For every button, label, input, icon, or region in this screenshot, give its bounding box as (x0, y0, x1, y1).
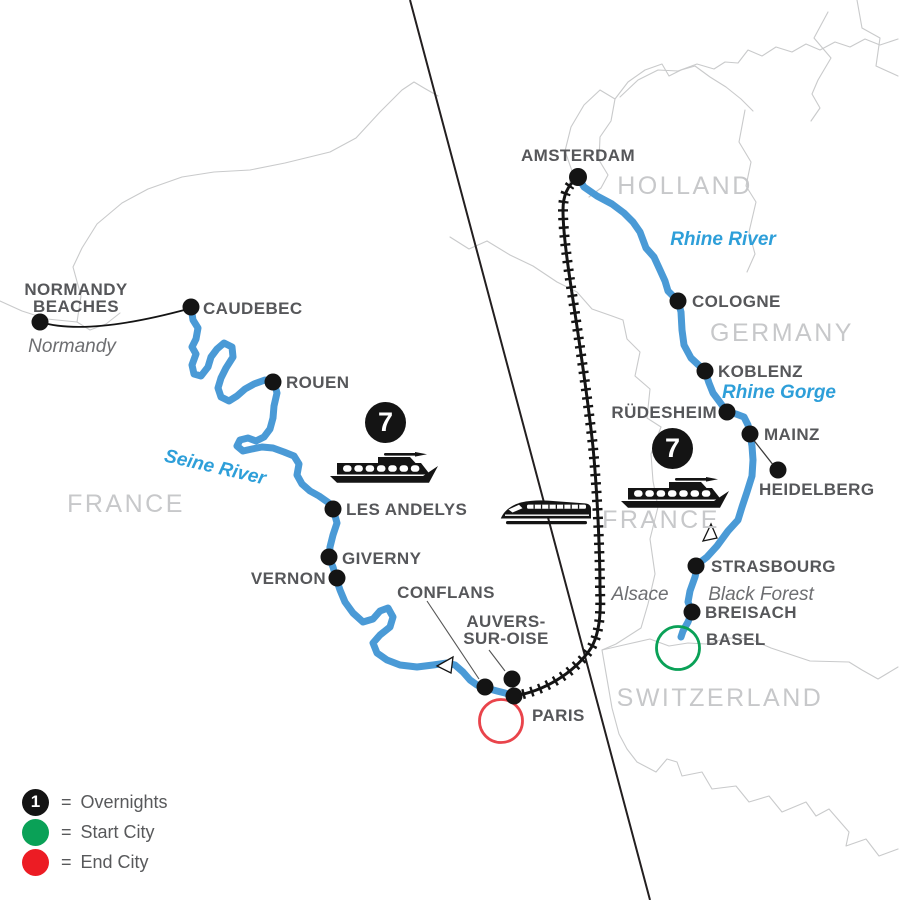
legend-equals: = (61, 791, 72, 812)
city-label-normandy-beaches: NORMANDY BEACHES (24, 281, 127, 316)
overnights-count: 1 (30, 792, 41, 811)
leader-line-auvers (488, 649, 506, 672)
rhine-nights-value: 7 (664, 433, 681, 463)
end-city-circle-paris (478, 698, 524, 744)
city-marker-giverny (320, 548, 338, 566)
excursion-line-normandy-beaches (39, 308, 189, 328)
city-label-strasbourg: STRASBOURG (711, 557, 836, 576)
map-divider-line (409, 0, 651, 900)
city-label-rouen: ROUEN (286, 373, 350, 392)
leader-line-conflans (426, 600, 480, 680)
start-city-dot-icon (22, 818, 49, 846)
country-label-france-east: FRANCE (602, 506, 720, 534)
country-label-switzerland: SWITZERLAND (616, 684, 824, 712)
overnights-badge-icon: 1 (22, 788, 49, 816)
legend-row-overnights: 1 = Overnights (22, 788, 168, 816)
region-label-black-forest: Black Forest (708, 584, 814, 605)
city-label-koblenz: KOBLENZ (718, 362, 803, 381)
city-marker-conflans (476, 678, 494, 696)
city-label-basel: BASEL (706, 630, 766, 649)
city-label-les-andelys: LES ANDELYS (346, 500, 468, 519)
city-label-cologne: COLOGNE (692, 292, 781, 311)
legend-label-start-city: Start City (80, 821, 155, 842)
city-marker-koblenz (696, 362, 714, 380)
legend-equals: = (61, 821, 72, 842)
waterway-label-rhine: Rhine River (670, 229, 776, 250)
seine-nights-value: 7 (377, 407, 394, 437)
city-marker-strasbourg (687, 557, 705, 575)
city-label-amsterdam: AMSTERDAM (520, 146, 636, 165)
seine-direction-arrow (435, 655, 454, 674)
normandy-beaches-line1: NORMANDY (24, 280, 128, 299)
city-label-breisach: BREISACH (705, 603, 797, 622)
waterway-label-rhine-gorge: Rhine Gorge (721, 382, 837, 403)
legend-row-start-city: = Start City (22, 818, 168, 846)
legend-label-end-city: End City (80, 851, 149, 872)
country-label-france-west: FRANCE (67, 490, 185, 518)
city-label-caudebec: CAUDEBEC (203, 299, 303, 318)
coastline-north-germany (619, 38, 899, 98)
auvers-line1: AUVERS- (466, 612, 546, 631)
country-label-holland: HOLLAND (617, 172, 753, 200)
normandy-beaches-line2: BEACHES (33, 297, 119, 317)
coastline-north-sea (614, 63, 754, 112)
border-fr-de (601, 426, 662, 651)
city-label-vernon: VERNON (250, 569, 326, 588)
city-label-paris: PARIS (532, 706, 585, 725)
region-label-normandy: Normandy (28, 336, 116, 357)
seine-nights-badge: 7 (365, 402, 406, 443)
country-label-germany: GERMANY (710, 319, 854, 347)
city-marker-normandy-beaches (31, 313, 49, 331)
city-marker-auvers-sur-oise (503, 670, 521, 688)
coastline-northeast-2 (810, 11, 832, 122)
city-label-mainz: MAINZ (764, 425, 820, 444)
country-borders (0, 0, 899, 857)
coastline-northeast-1 (856, 0, 899, 77)
legend-equals: = (61, 851, 72, 872)
city-markers (31, 168, 787, 705)
rhine-direction-arrow (701, 522, 718, 542)
seine-river-path (187, 303, 517, 700)
city-marker-breisach (683, 603, 701, 621)
city-marker-rudesheim (718, 403, 736, 421)
city-marker-cologne (669, 292, 687, 310)
train-icon (500, 500, 591, 525)
legend-label-overnights: Overnights (80, 791, 168, 812)
railway-line (513, 173, 606, 701)
city-marker-les-andelys (324, 500, 342, 518)
city-label-conflans: CONFLANS (397, 583, 495, 602)
border-belgium (449, 236, 662, 428)
auvers-line2: SUR-OISE (463, 629, 549, 649)
city-marker-paris (505, 687, 523, 705)
border-swiss-south (601, 649, 899, 857)
map-legend: 1 = Overnights = Start City = End City (22, 788, 168, 876)
start-city-circle-basel (655, 625, 701, 671)
legend-row-end-city: = End City (22, 848, 168, 876)
city-label-giverny: GIVERNY (342, 549, 422, 568)
city-marker-rouen (264, 373, 282, 391)
city-marker-mainz (741, 425, 759, 443)
city-label-heidelberg: HEIDELBERG (759, 480, 875, 499)
city-marker-heidelberg (769, 461, 787, 479)
excursion-line-heidelberg (751, 437, 775, 467)
region-label-alsace: Alsace (611, 584, 669, 605)
city-label-auvers-sur-oise: AUVERS- SUR-OISE (463, 613, 548, 648)
rhine-nights-badge: 7 (652, 428, 693, 469)
ship-icon-seine (330, 452, 438, 483)
city-marker-caudebec (182, 298, 200, 316)
coastline-normandy (0, 81, 439, 323)
border-nl-de (738, 109, 757, 273)
city-marker-vernon (328, 569, 346, 587)
city-label-rudesheim: RÜDESHEIM (611, 403, 717, 422)
end-city-dot-icon (22, 848, 49, 876)
city-marker-amsterdam (569, 168, 587, 186)
ship-icon-rhine (621, 477, 729, 508)
